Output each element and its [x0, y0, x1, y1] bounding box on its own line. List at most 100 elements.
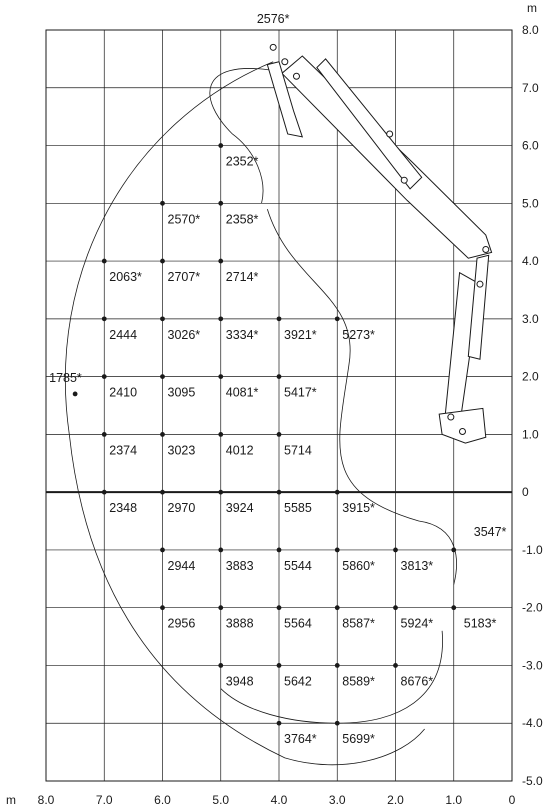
capacity-value-label: 3023: [168, 443, 196, 457]
capacity-point-marker: [160, 605, 165, 611]
y-tick-label: -3.0: [522, 658, 543, 672]
capacity-value-label: 3026*: [168, 328, 201, 342]
capacity-value-label: 5273*: [342, 328, 375, 342]
capacity-point-marker: [218, 431, 224, 437]
capacity-value-label: 3924: [226, 501, 254, 515]
capacity-value-label: 5417*: [284, 386, 317, 400]
excavator-boom-arm-illustration: [266, 43, 493, 444]
capacity-point-marker: [160, 258, 165, 264]
y-tick-label: 0: [522, 485, 529, 499]
capacity-value-label: 2944: [168, 559, 196, 573]
capacity-point-marker: [334, 605, 340, 611]
capacity-value-label: 5642: [284, 674, 312, 688]
capacity-point-marker: [101, 316, 107, 322]
capacity-value-label: 8676*: [401, 674, 434, 688]
pivot-pin: [292, 72, 300, 80]
pivot-pin: [269, 43, 277, 51]
y-unit-label: m: [527, 1, 537, 15]
x-tick-label: 0: [509, 793, 516, 807]
capacity-value-label: 3921*: [284, 328, 317, 342]
pivot-pin: [400, 176, 408, 184]
capacity-point-marker: [393, 663, 398, 668]
capacity-value-label: 2707*: [168, 270, 201, 284]
capacity-value-label: 3948: [226, 674, 254, 688]
capacity-value-label: 8587*: [342, 617, 375, 631]
capacity-point-marker: [218, 547, 224, 553]
capacity-value-label: 3813*: [401, 559, 434, 573]
capacity-value-label: 5714: [284, 443, 312, 457]
arm-cylinder: [467, 254, 490, 360]
capacity-point-marker: [276, 316, 282, 322]
capacity-point-marker: [72, 391, 78, 397]
capacity-point-marker: [101, 374, 107, 380]
capacity-value-label: 3547*: [474, 525, 507, 539]
x-tick-label: 1.0: [445, 793, 462, 807]
capacity-value-label: 2374: [109, 443, 137, 457]
capacity-point-marker: [218, 258, 224, 264]
x-unit-label: m: [6, 793, 16, 807]
capacity-value-label: 4081*: [226, 386, 259, 400]
capacity-value-label: 5564: [284, 617, 312, 631]
capacity-point-marker: [160, 316, 165, 322]
capacity-value-label: 2348: [109, 501, 137, 515]
y-tick-label: 5.0: [522, 196, 539, 210]
pivot-pin: [458, 427, 466, 435]
capacity-value-label: 3883: [226, 559, 254, 573]
bucket: [438, 407, 487, 444]
capacity-value-label: 3915*: [342, 501, 375, 515]
x-tick-label: 3.0: [329, 793, 346, 807]
capacity-point-marker: [101, 431, 107, 437]
y-tick-label: -5.0: [522, 774, 543, 788]
grid: [45, 29, 513, 782]
y-tick-label: 2.0: [522, 370, 539, 384]
x-tick-label: 7.0: [96, 793, 113, 807]
y-tick-label: 7.0: [522, 81, 539, 95]
y-tick-label: -4.0: [522, 716, 543, 730]
y-tick-label: 8.0: [522, 23, 539, 37]
x-tick-label: 4.0: [271, 793, 288, 807]
pivot-pin: [281, 58, 289, 66]
capacity-value-label: 5183*: [464, 617, 497, 631]
y-tick-label: 3.0: [522, 312, 539, 326]
capacity-point-marker: [218, 663, 224, 668]
y-tick-label: 6.0: [522, 139, 539, 153]
capacity-value-label: 2410: [109, 386, 137, 400]
capacity-value-label: 2063*: [109, 270, 142, 284]
capacity-value-label: 5699*: [342, 732, 375, 746]
capacity-point-marker: [218, 143, 224, 148]
capacity-point-marker: [276, 605, 282, 611]
pivot-pin: [476, 280, 484, 288]
capacity-point-marker: [160, 374, 165, 380]
capacity-point-marker: [334, 720, 340, 726]
capacity-value-label: 2358*: [226, 212, 259, 226]
capacity-value-label: 3888: [226, 617, 254, 631]
capacity-value-label: 4012: [226, 443, 254, 457]
capacity-point-marker: [334, 489, 340, 495]
capacity-value-label: 3095: [168, 386, 196, 400]
capacity-point-marker: [334, 547, 340, 553]
capacity-point-marker: [393, 605, 398, 611]
capacity-value-label: 2444: [109, 328, 137, 342]
boom-cylinder: [316, 58, 423, 190]
capacity-value-label: 5585: [284, 501, 312, 515]
capacity-value-label: 5860*: [342, 559, 375, 573]
inner-reach-curve: [266, 208, 457, 585]
capacity-point-marker: [276, 489, 282, 495]
x-tick-label: 8.0: [38, 793, 55, 807]
y-tick-label: 1.0: [522, 427, 539, 441]
capacity-point-marker: [276, 663, 282, 668]
upper-bucket: [266, 61, 304, 138]
x-tick-label: 2.0: [387, 793, 404, 807]
capacity-value-label: 3764*: [284, 732, 317, 746]
capacity-value-label: 8589*: [342, 674, 375, 688]
x-tick-label: 6.0: [154, 793, 171, 807]
capacity-value-label: 2714*: [226, 270, 259, 284]
upper-inner-curve: [209, 68, 274, 204]
capacity-point-marker: [393, 547, 398, 553]
capacity-point-marker: [218, 374, 224, 380]
pivot-pin: [386, 130, 394, 138]
capacity-point-marker: [218, 316, 224, 322]
y-tick-label: 4.0: [522, 254, 539, 268]
